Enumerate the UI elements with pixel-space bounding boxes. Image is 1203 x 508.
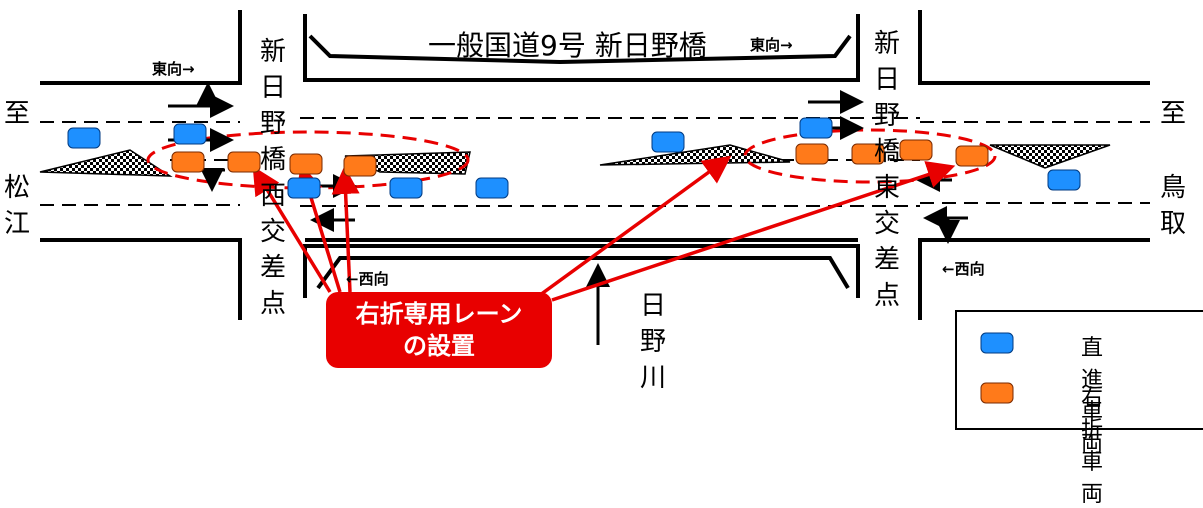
cars bbox=[67, 117, 1081, 199]
right-turn-car-icon bbox=[289, 153, 323, 175]
straight-car-icon bbox=[799, 117, 833, 139]
right-turn-lane-callout: 右折専用レーン の設置 bbox=[326, 292, 552, 368]
road-edges bbox=[40, 10, 1150, 320]
east-intersection-label: 新 日 野 橋 東 交 差 点 bbox=[873, 29, 900, 311]
straight-car-icon bbox=[287, 177, 321, 199]
straight-car-icon bbox=[651, 131, 685, 153]
road-diagram bbox=[39, 10, 1150, 345]
west-direction-right: ←西向 bbox=[942, 260, 985, 278]
east-direction-right: 東向→ bbox=[750, 36, 793, 54]
straight-car-icon bbox=[475, 177, 509, 199]
west-intersection-label: 新 日 野 橋 西 交 差 点 bbox=[259, 37, 286, 319]
right-turn-car-icon bbox=[343, 155, 377, 177]
straight-car-icon bbox=[1047, 169, 1081, 191]
legend-item-right-turn: 右折車両 bbox=[977, 380, 1103, 507]
straight-car-icon bbox=[173, 123, 207, 145]
straight-car-icon bbox=[980, 332, 1014, 354]
legend-label: 右折車両 bbox=[1081, 386, 1104, 507]
right-destination-1: 鳥 bbox=[1159, 173, 1186, 203]
left-destination-to: 至 bbox=[3, 99, 30, 129]
right-turn-car-icon bbox=[980, 382, 1014, 404]
right-turn-car-icon bbox=[955, 145, 989, 167]
right-turn-car-icon bbox=[227, 151, 261, 173]
bridge-title: 一般国道9号 新日野橋 bbox=[428, 29, 707, 62]
legend: 直進車両 右折車両 bbox=[955, 310, 1203, 507]
left-destination-2: 江 bbox=[3, 209, 30, 239]
legend-item-straight: 直進車両 bbox=[977, 330, 1103, 457]
left-destination-1: 松 bbox=[3, 173, 30, 203]
right-destination-2: 取 bbox=[1159, 209, 1186, 239]
east-direction-left: 東向→ bbox=[152, 60, 195, 78]
right-turn-car-icon bbox=[851, 143, 885, 165]
straight-car-icon bbox=[389, 177, 423, 199]
right-turn-car-icon bbox=[171, 151, 205, 173]
west-direction-left: ←西向 bbox=[346, 270, 389, 288]
right-destination-to: 至 bbox=[1159, 99, 1186, 129]
right-turn-car-icon bbox=[795, 143, 829, 165]
right-turn-car-icon bbox=[899, 139, 933, 161]
river-label: 日 野 川 bbox=[639, 291, 666, 393]
straight-car-icon bbox=[67, 127, 101, 149]
